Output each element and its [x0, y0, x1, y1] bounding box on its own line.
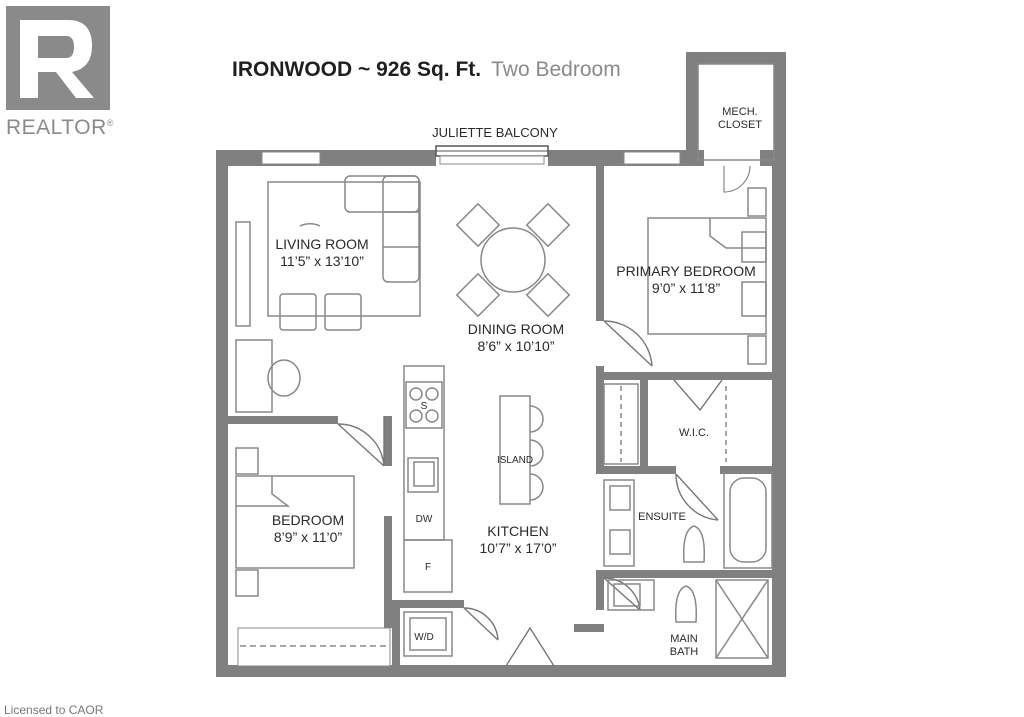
main-bath-label-1: MAIN	[670, 633, 698, 645]
living-furniture	[235, 175, 421, 413]
kitchen-name: KITCHEN	[487, 523, 548, 539]
ensuite-fixtures	[603, 383, 773, 569]
bedroom-dims: 8’9” x 11’0”	[274, 529, 343, 545]
main-bath-label-2: BATH	[670, 646, 699, 658]
realtor-wordmark: REALTOR®	[6, 116, 114, 139]
plan-name: IRONWOOD ~ 926 Sq. Ft.	[232, 58, 482, 81]
kitchen-dims: 10’7” x 17’0”	[479, 540, 556, 556]
stove-label: S	[421, 401, 428, 412]
plan-title: IRONWOOD ~ 926 Sq. Ft. Two Bedroom	[232, 58, 621, 82]
fridge-label: F	[425, 562, 431, 573]
ensuite-label: ENSUITE	[638, 511, 686, 523]
dining-table	[455, 202, 571, 318]
wic-label: W.I.C.	[679, 427, 709, 439]
island-label: ISLAND	[497, 455, 533, 466]
doors	[337, 320, 723, 667]
dining-room-dims: 8’6” x 10’10”	[477, 338, 554, 354]
washer-dryer-label: W/D	[414, 632, 433, 643]
primary-bedroom-furniture	[647, 187, 767, 365]
interior-walls	[228, 166, 772, 666]
dishwasher-label: DW	[416, 514, 433, 525]
mech-closet-label-1: MECH.	[722, 106, 757, 118]
bedroom-furniture	[235, 447, 355, 597]
plan-type: Two Bedroom	[491, 58, 621, 81]
bedroom-name: BEDROOM	[272, 512, 344, 528]
balcony-label: JULIETTE BALCONY	[432, 125, 558, 140]
dining-room-name: DINING ROOM	[468, 321, 564, 337]
license-footer: Licensed to CAOR	[4, 703, 104, 717]
juliette-balcony	[435, 145, 549, 165]
living-room-name: LIVING ROOM	[275, 236, 368, 252]
realtor-logo: REALTOR®	[6, 6, 113, 139]
primary-bedroom-name: PRIMARY BEDROOM	[616, 263, 756, 279]
realtor-logo-mark	[6, 6, 110, 110]
living-room-dims: 11’5” x 13’10”	[280, 253, 364, 269]
kitchen-fixtures	[403, 365, 544, 657]
windows	[237, 151, 681, 667]
main-bath-fixtures	[607, 579, 769, 659]
primary-bedroom-dims: 9’0” x 11’8”	[652, 280, 721, 296]
mech-closet-label-2: CLOSET	[718, 119, 762, 131]
